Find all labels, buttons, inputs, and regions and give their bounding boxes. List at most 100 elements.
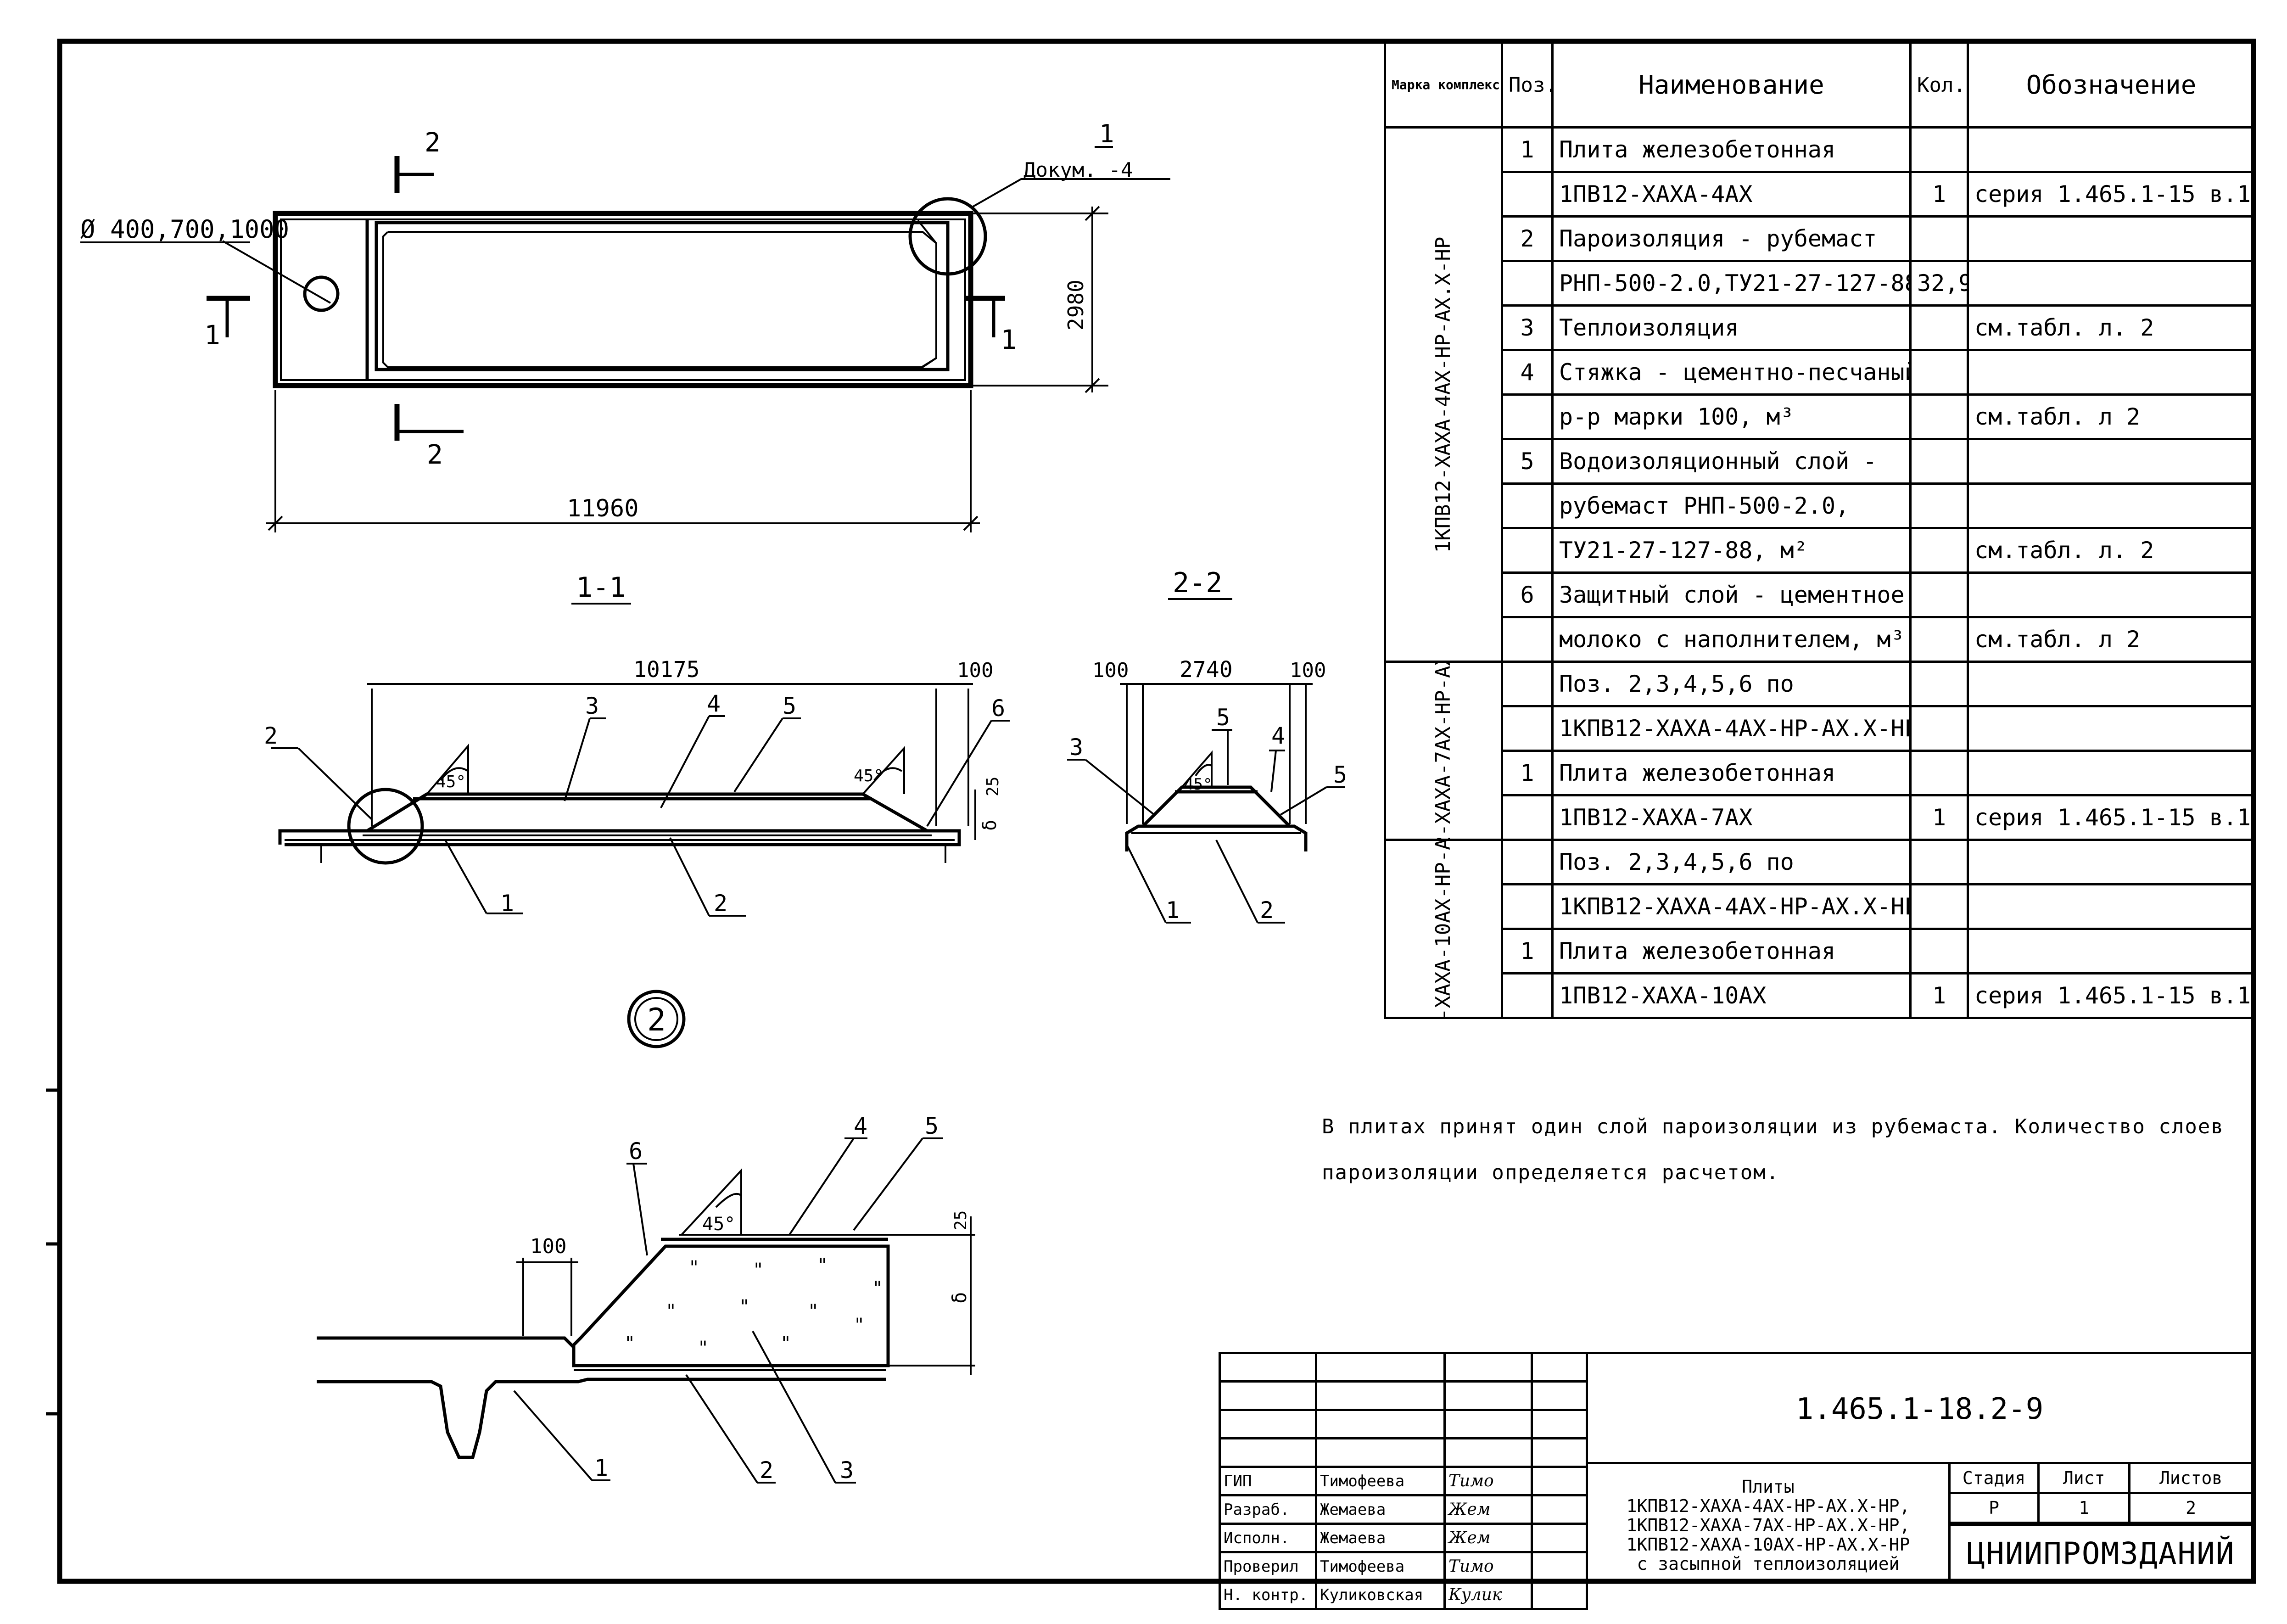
- node-callout-ref: Докум. -4: [1023, 158, 1133, 182]
- node-2-fill-hatch: """ """ """ "": [624, 1255, 883, 1359]
- node-2-dim-100: 100: [530, 1235, 566, 1258]
- spec-name: Плита железобетонная: [1551, 750, 1912, 796]
- spec-qty: [1909, 839, 1969, 885]
- section-2-2-angle: 45°: [1184, 775, 1212, 794]
- spec-pos: 5: [1501, 438, 1554, 485]
- header-qty: Кол.: [1909, 41, 1969, 129]
- node-2-pos-2: 2: [760, 1457, 773, 1484]
- spec-qty: [1909, 705, 1969, 752]
- section-1-1: 1-1 45° 45° 10175 100 25 δ 2: [264, 571, 1010, 917]
- spec-name: 1КПВ12-ХАХА-4АХ-НР-АХ.Х-НР: [1551, 883, 1912, 930]
- header-name: Наименование: [1551, 41, 1912, 129]
- spec-ref: [1967, 215, 2256, 262]
- spec-ref: серия 1.465.1-15 в.1: [1967, 171, 2256, 218]
- spec-ref: [1967, 750, 2256, 796]
- node-2-pos-5: 5: [925, 1113, 939, 1139]
- organization-name: ЦНИИПРОМЗДАНИЙ: [1948, 1524, 2253, 1581]
- plan-dim-height: 2980: [1063, 280, 1088, 330]
- spec-pos: 1: [1501, 928, 1554, 974]
- spec-qty: [1909, 616, 1969, 663]
- spec-name: Стяжка - цементно-песчаный: [1551, 349, 1912, 396]
- svg-text:": ": [854, 1315, 865, 1336]
- spec-ref: [1967, 839, 2256, 885]
- spec-qty: [1909, 215, 1969, 262]
- spec-ref: [1967, 126, 2256, 173]
- node-2-pos-1: 1: [594, 1455, 608, 1481]
- spec-name: 1ПВ12-ХАХА-4АХ: [1551, 171, 1912, 218]
- spec-row: 1КПВ12-ХАХА-4АХ-НР-АХ.Х-НР: [1385, 883, 2256, 930]
- header-pos: Поз.: [1501, 41, 1554, 129]
- node-2-dim-thick: 25: [951, 1210, 970, 1230]
- section-mark-2-bottom: 2: [427, 439, 443, 470]
- role-label: Разраб.: [1219, 1494, 1317, 1525]
- spec-name: 1ПВ12-ХАХА-10АХ: [1551, 972, 1912, 1019]
- role-label: Исполн.: [1219, 1523, 1317, 1553]
- spec-qty: [1909, 393, 1969, 440]
- svg-text:": ": [665, 1301, 677, 1322]
- spec-qty: [1909, 883, 1969, 930]
- document-number: 1.465.1-18.2-9: [1586, 1352, 2253, 1464]
- stage-value: Р: [1948, 1492, 2040, 1524]
- spec-pos: [1501, 839, 1554, 885]
- date: [1531, 1523, 1588, 1553]
- date: [1531, 1551, 1588, 1582]
- section-mark-1-right: 1: [1001, 324, 1017, 355]
- spec-pos: 4: [1501, 349, 1554, 396]
- sheets-label: Листов: [2128, 1462, 2253, 1494]
- spec-pos: [1501, 171, 1554, 218]
- section-2-2-dim-right: 100: [1290, 659, 1326, 682]
- spec-pos: 2: [1501, 215, 1554, 262]
- spec-name: 1КПВ12-ХАХА-4АХ-НР-АХ.Х-НР: [1551, 705, 1912, 752]
- spec-qty: 1: [1909, 972, 1969, 1019]
- section-1-1-pos-2: 2: [714, 890, 727, 917]
- node-2-angle: 45°: [702, 1214, 735, 1235]
- opening-diameter-label: Ø 400,700,1000: [80, 215, 289, 244]
- section-1-1-angle-left: 45°: [436, 773, 466, 791]
- date: [1531, 1494, 1588, 1525]
- signature: Жем: [1443, 1494, 1533, 1525]
- spec-qty: [1909, 527, 1969, 574]
- section-1-1-angle-right: 45°: [854, 767, 883, 785]
- person-name: Жемаева: [1315, 1494, 1446, 1525]
- section-2-2-pos-3: 3: [1069, 734, 1083, 761]
- general-note: В плитах принят один слой пароизоляции и…: [1322, 1115, 2224, 1184]
- section-mark-1-left: 1: [204, 319, 220, 351]
- node-2-detail: 2 45° """ """ """ "" 100 25 δ 4: [317, 990, 975, 1484]
- role-label: Н. контр.: [1219, 1579, 1317, 1610]
- spec-row: 1КПВ12-ХАХА-4АХ-НР-АХ.Х-НР: [1385, 705, 2256, 752]
- spec-pos: 6: [1501, 571, 1554, 618]
- spec-name: молоко с наполнителем, м³: [1551, 616, 1912, 663]
- section-1-1-dim-right: 100: [957, 659, 993, 682]
- person-name: Тимофеева: [1315, 1466, 1446, 1496]
- signature: Жем: [1443, 1523, 1533, 1553]
- spec-name: Защитный слой - цементное: [1551, 571, 1912, 618]
- section-2-2-pos-2: 2: [1260, 897, 1274, 924]
- spec-ref: серия 1.465.1-15 в.1: [1967, 794, 2256, 841]
- sheet-value: 1: [2037, 1492, 2131, 1524]
- signature: Тимо: [1443, 1551, 1533, 1582]
- spec-ref: [1967, 705, 2256, 752]
- stage-sheet-table: Стадия Лист Листов Р 1 2: [1948, 1462, 2253, 1524]
- svg-text:": ": [780, 1333, 791, 1354]
- spec-name: 1ПВ12-ХАХА-7АХ: [1551, 794, 1912, 841]
- signature: Кулик: [1443, 1579, 1533, 1610]
- spec-name: Водоизоляционный слой -: [1551, 438, 1912, 485]
- spec-group-mark-label: 1КПВ12-ХАХА-4АХ-НР-АХ.Х-НР: [1431, 236, 1455, 553]
- spec-pos: [1501, 393, 1554, 440]
- spec-pos: [1501, 705, 1554, 752]
- node-2-pos-6: 6: [629, 1138, 643, 1165]
- spec-qty: [1909, 661, 1969, 707]
